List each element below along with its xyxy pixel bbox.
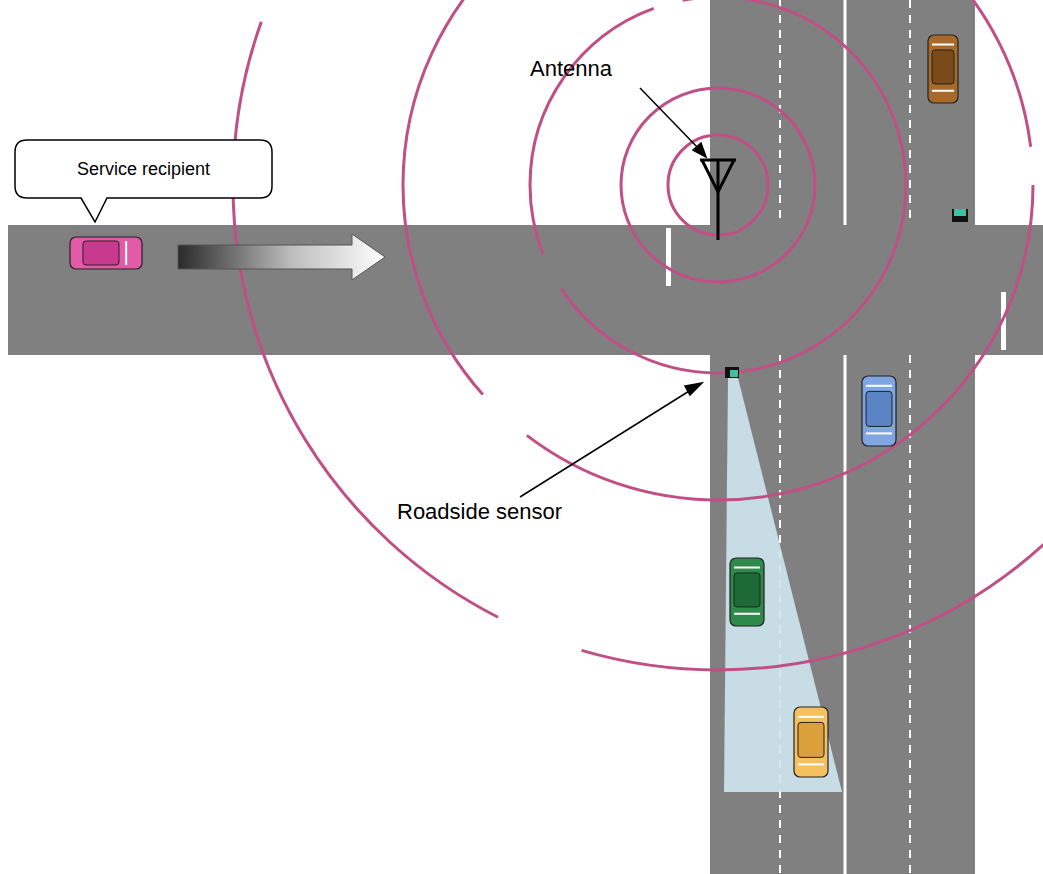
stop-line [666,228,671,286]
car-roof [83,241,119,265]
radio-waves [233,0,1043,670]
car-roof [734,573,760,607]
car [794,707,828,777]
lane-dash [909,0,911,225]
car-window [734,567,760,569]
sensor-lens [954,209,966,216]
roadside-sensor [952,209,968,222]
car [928,35,958,103]
part-label: Roadside sensor [397,499,562,525]
sensor-leader [520,388,694,497]
callout-shape [15,140,272,222]
antenna-leader [640,88,700,150]
callout-box: Service recipient [15,140,272,198]
car-roof [932,50,954,84]
antenna-mast [717,160,720,240]
car-body [794,707,828,777]
car-window [932,90,954,92]
center-line [844,0,847,225]
wave [530,0,906,373]
car-window [866,385,892,387]
leader-head [685,383,702,395]
road-horizontal-east [975,225,1043,355]
car-body [70,237,142,269]
car-roof [798,722,824,757]
sensor-beam [724,378,842,792]
road-vertical [710,0,975,874]
part-label: Antenna [530,56,612,82]
sensor-lens [730,370,738,377]
car-window [798,763,824,765]
car-window [798,716,824,718]
leader-head [693,143,706,157]
car-roof [866,391,892,426]
antenna-symbol [700,160,736,240]
leaders [520,88,706,497]
direction-arrow [178,234,385,280]
car-window [866,432,892,434]
callout-text: Service recipient [77,159,210,180]
car [730,558,764,626]
car-body [928,35,958,103]
car-window [125,241,127,265]
wave [233,0,1043,670]
car-body [730,558,764,626]
car [862,376,896,446]
car-window [734,613,760,615]
roadside-sensor [725,367,739,378]
car-body [862,376,896,446]
car-window [932,44,954,46]
car [70,237,142,269]
center-line [844,355,847,874]
wave [621,88,815,282]
wave [403,0,1033,500]
